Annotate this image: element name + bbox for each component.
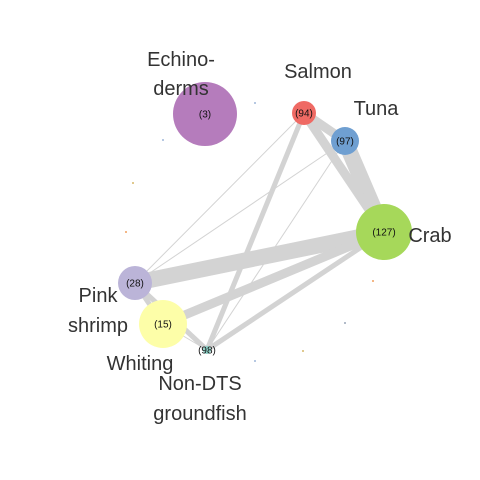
- node-label-tuna: Tuna: [354, 98, 400, 120]
- stray-dot: [344, 322, 346, 324]
- node-label-non-dts-groundfish: groundfish: [153, 403, 246, 425]
- node-count-whiting: (15): [154, 320, 172, 331]
- node-label-pink-shrimp: shrimp: [68, 315, 128, 337]
- node-salmon[interactable]: (94): [292, 101, 316, 125]
- node-label-salmon: Salmon: [284, 61, 352, 83]
- edge-pink-shrimp-crab: [133, 224, 386, 291]
- edge-whiting-crab: [161, 227, 386, 329]
- edge-non-dts-groundfish-crab: [205, 229, 386, 353]
- node-count-crab: (127): [372, 228, 395, 239]
- node-tuna[interactable]: (97): [331, 127, 359, 155]
- node-echinoderms[interactable]: (3): [173, 82, 237, 146]
- stray-dot: [372, 280, 374, 282]
- node-crab[interactable]: (127): [356, 204, 412, 260]
- stray-dot: [254, 102, 256, 104]
- stray-dot: [125, 231, 127, 233]
- node-circle-non-dts-groundfish[interactable]: [203, 346, 211, 354]
- stray-dot: [162, 139, 164, 141]
- node-label-whiting: Whiting: [107, 353, 174, 375]
- stray-dot: [132, 182, 134, 184]
- node-circle-tuna[interactable]: [331, 127, 359, 155]
- node-label-crab: Crab: [408, 225, 451, 247]
- edge-salmon-non-dts-groundfish: [204, 112, 307, 351]
- node-label-non-dts-groundfish: Non-DTS: [158, 373, 241, 395]
- edge-pink-shrimp-salmon: [134, 112, 305, 284]
- node-count-echinoderms: (3): [199, 110, 211, 121]
- node-whiting[interactable]: (15): [139, 300, 187, 348]
- node-circle-echinoderms[interactable]: [173, 82, 237, 146]
- node-count-tuna: (97): [336, 137, 354, 148]
- edge-tuna-non-dts-groundfish: [206, 140, 346, 351]
- stray-dot: [254, 360, 256, 362]
- node-label-echinoderms: derms: [153, 78, 209, 100]
- node-circle-crab[interactable]: [356, 204, 412, 260]
- edge-pink-shrimp-tuna: [134, 140, 346, 284]
- node-layer: (3) (94) (97) (127) (28) (15) (98): [118, 82, 412, 357]
- node-circle-pink-shrimp[interactable]: [118, 266, 152, 300]
- stray-dot: [302, 350, 304, 352]
- node-non-dts-groundfish[interactable]: (98): [198, 346, 216, 357]
- node-count-pink-shrimp: (28): [126, 279, 144, 290]
- node-label-pink-shrimp: Pink: [79, 285, 119, 307]
- node-circle-whiting[interactable]: [139, 300, 187, 348]
- stray-dots: [125, 102, 374, 362]
- node-circle-salmon[interactable]: [292, 101, 316, 125]
- node-count-non-dts-groundfish: (98): [198, 346, 216, 357]
- node-pink-shrimp[interactable]: (28): [118, 266, 152, 300]
- node-count-salmon: (94): [295, 109, 313, 120]
- node-label-echinoderms: Echino-: [147, 49, 215, 71]
